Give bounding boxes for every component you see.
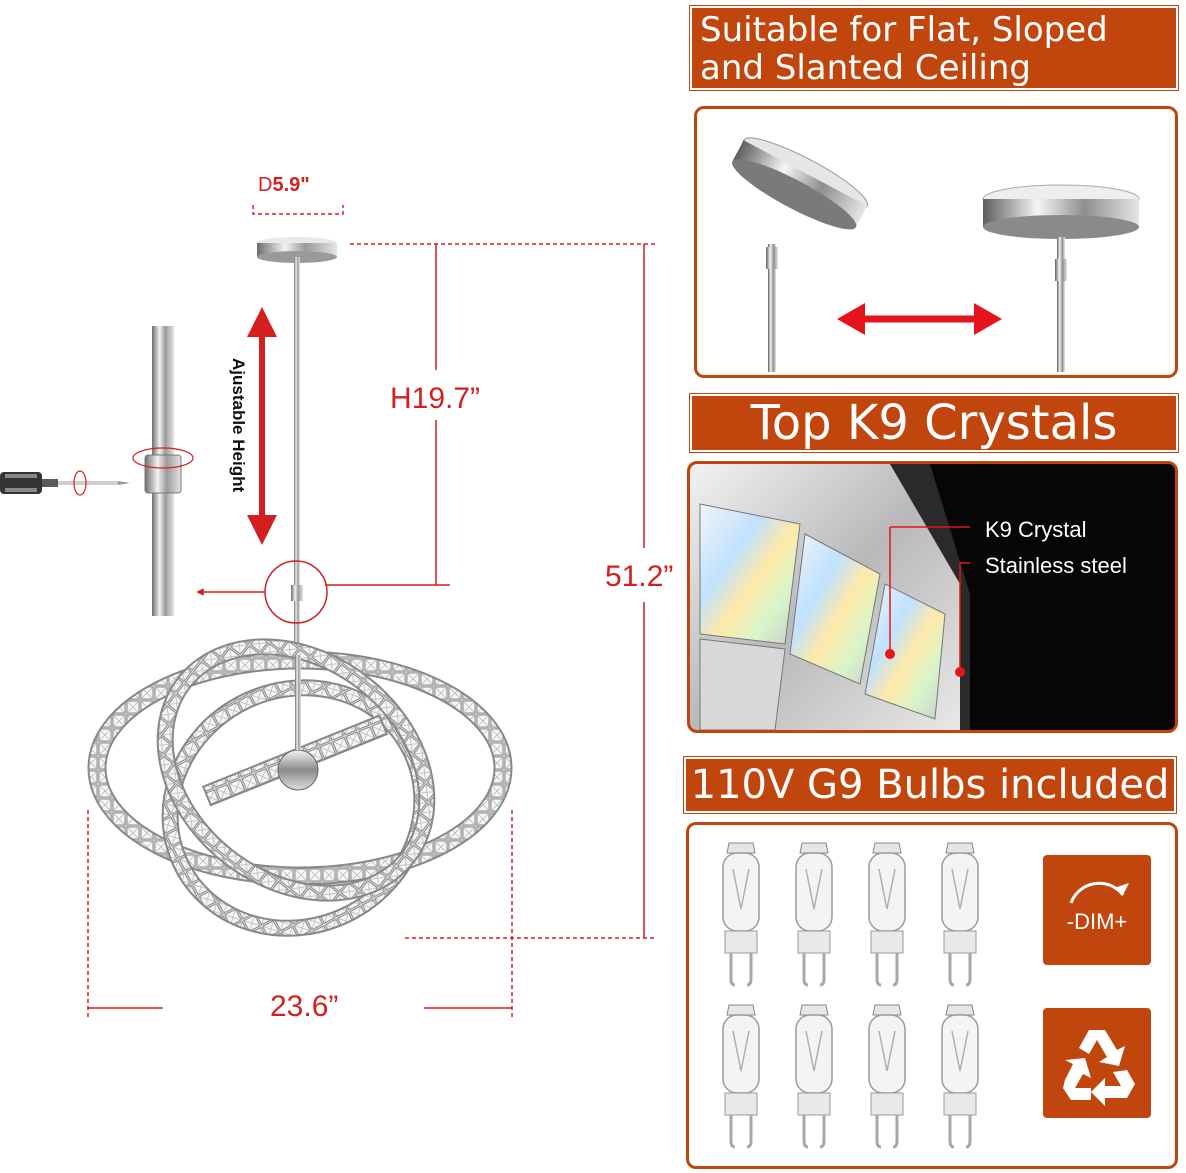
adjustable-height-label: Ajustable Height xyxy=(229,357,248,493)
sloped-canopy xyxy=(732,137,869,230)
crystals-banner: Top K9 Crystals xyxy=(690,394,1178,452)
crystal-facets xyxy=(699,503,946,730)
chandelier-rings xyxy=(87,638,513,937)
screwdriver-icon xyxy=(0,470,130,496)
crystal-closeup-image xyxy=(690,464,1175,730)
g9-bulb xyxy=(722,1004,760,1149)
rod-closeup xyxy=(132,326,194,616)
g9-bulb xyxy=(795,842,833,987)
flat-canopy xyxy=(982,184,1140,372)
depth-value: 5.9" xyxy=(272,174,310,196)
height-label: H19.7” xyxy=(390,382,481,415)
bulbs-panel: -DIM+ xyxy=(686,822,1178,1169)
g9-bulb xyxy=(868,1004,906,1149)
width-label: 23.6” xyxy=(270,990,339,1023)
g9-bulb xyxy=(941,842,979,987)
double-arrow-icon xyxy=(837,303,1002,335)
g9-bulb xyxy=(941,1004,979,1149)
ceiling-panel xyxy=(694,106,1178,378)
ceiling-mount-illustration xyxy=(732,137,1140,372)
total-height-label: 51.2” xyxy=(605,560,674,593)
ceiling-banner: Suitable for Flat, Sloped and Slanted Ce… xyxy=(690,6,1178,90)
dim-label: -DIM+ xyxy=(1066,909,1128,934)
ceiling-canopy xyxy=(257,237,337,277)
g9-bulb xyxy=(795,1004,833,1149)
depth-prefix: D xyxy=(258,174,273,196)
k9-crystal-label: K9 Crystal xyxy=(985,517,1087,542)
dimension-diagram: D5.9" H19.7” 51.2” 23.6” Ajustable Heigh… xyxy=(0,174,674,1023)
g9-bulb xyxy=(868,842,906,987)
dim-arc-icon xyxy=(1069,881,1129,904)
depth-bracket xyxy=(252,205,344,215)
g9-bulb xyxy=(722,842,760,987)
dimmable-icon: -DIM+ xyxy=(1043,855,1151,965)
height-dimension-lines xyxy=(87,243,655,1020)
stainless-steel-label: Stainless steel xyxy=(985,553,1127,578)
depth-label: D5.9" xyxy=(258,174,310,197)
crystal-closeup-panel: K9 Crystal Stainless steel xyxy=(687,461,1178,733)
bulb-grid xyxy=(711,839,1021,1159)
recycle-symbol xyxy=(1063,1030,1135,1106)
bulbs-banner: 110V G9 Bulbs included xyxy=(684,757,1176,813)
down-rod xyxy=(294,277,300,657)
rod-joint xyxy=(291,585,303,601)
recycle-icon xyxy=(1043,1008,1151,1118)
chandelier-drawing xyxy=(0,205,655,1020)
